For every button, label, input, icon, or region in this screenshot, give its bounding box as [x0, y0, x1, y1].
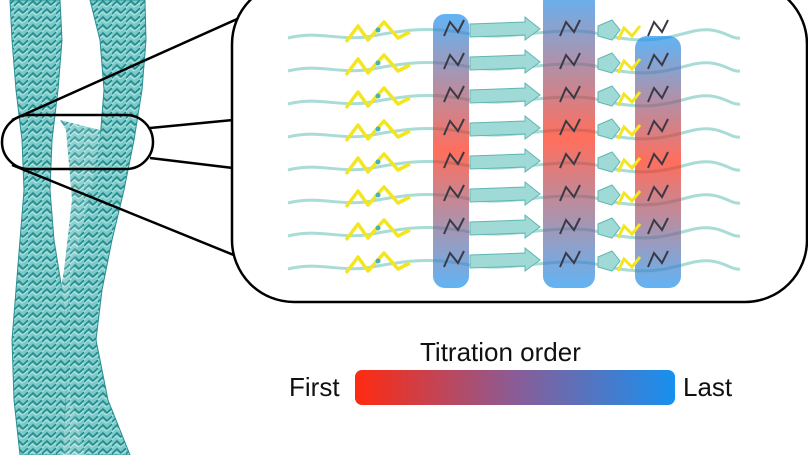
beta-strand-arrow: [597, 19, 621, 41]
aromatic-side-chain: [443, 184, 465, 202]
sulfur-atom: [375, 27, 381, 33]
titration-column-right: [635, 36, 681, 288]
aromatic-side-chain: [559, 52, 581, 70]
aromatic-side-chain: [559, 151, 581, 169]
sulfur-atom: [375, 159, 381, 165]
beta-sheet-layers: [287, 15, 741, 273]
beta-strand-arrow: [597, 85, 621, 107]
titration-column-left: [433, 14, 469, 288]
side-chains: [344, 19, 669, 275]
beta-strand-arrow: [469, 15, 541, 41]
zoom-region-ellipse: [0, 113, 155, 171]
titration-column-middle: [543, 0, 595, 288]
side-chain: [616, 223, 642, 239]
fibril-strand-left: [9, 0, 69, 455]
aromatic-side-chain: [443, 52, 465, 70]
beta-strand-arrow: [597, 250, 621, 272]
beta-strand-arrow: [469, 213, 541, 239]
aromatic-side-chain: [559, 118, 581, 136]
aromatic-side-chain: [559, 19, 581, 37]
aromatic-side-chain: [559, 85, 581, 103]
beta-strand-arrow: [597, 184, 621, 206]
aromatic-side-chain: [647, 250, 669, 268]
beta-strand-arrow: [469, 48, 541, 74]
sulfur-atom: [375, 192, 381, 198]
sulfur-atom: [375, 60, 381, 66]
side-chain: [616, 91, 642, 107]
side-chain: [616, 25, 642, 41]
sulfur-atom: [375, 225, 381, 231]
aromatic-side-chain: [443, 85, 465, 103]
beta-strand-arrow: [597, 52, 621, 74]
aromatic-side-chain: [443, 118, 465, 136]
aromatic-side-chain: [647, 85, 669, 103]
aromatic-side-chain: [647, 118, 669, 136]
side-chain: [616, 256, 642, 272]
aromatic-side-chain: [559, 250, 581, 268]
aromatic-side-chain: [647, 217, 669, 235]
beta-strand-arrow: [597, 118, 621, 140]
aromatic-side-chain: [559, 184, 581, 202]
magnified-structure: [287, 0, 741, 288]
aromatic-side-chain: [443, 250, 465, 268]
sulfur-atom: [375, 258, 381, 264]
aromatic-side-chain: [559, 217, 581, 235]
aromatic-side-chain: [443, 217, 465, 235]
aromatic-side-chain: [647, 184, 669, 202]
aromatic-side-chain: [443, 19, 465, 37]
aromatic-side-chain: [647, 151, 669, 169]
beta-strand-arrow: [469, 81, 541, 107]
sulfur-atom: [375, 93, 381, 99]
fibril-strand-middle: [54, 120, 110, 455]
beta-strand-arrow: [469, 147, 541, 173]
beta-strand-arrow: [469, 114, 541, 140]
side-chain: [616, 190, 642, 206]
legend-gradient-bar: [355, 370, 675, 405]
legend-start-label: First: [289, 372, 340, 402]
side-chain: [616, 58, 642, 74]
sulfur-atom: [375, 126, 381, 132]
aromatic-side-chain: [647, 52, 669, 70]
side-chain: [616, 124, 642, 140]
beta-strand-arrow: [597, 151, 621, 173]
beta-strand-arrow: [469, 180, 541, 206]
aromatic-side-chain: [647, 19, 669, 37]
beta-strand-arrow: [469, 246, 541, 272]
beta-strand-arrow: [597, 217, 621, 239]
aromatic-side-chain: [443, 151, 465, 169]
side-chain: [616, 157, 642, 173]
legend-end-label: Last: [683, 372, 733, 402]
legend-title: Titration order: [420, 337, 581, 367]
